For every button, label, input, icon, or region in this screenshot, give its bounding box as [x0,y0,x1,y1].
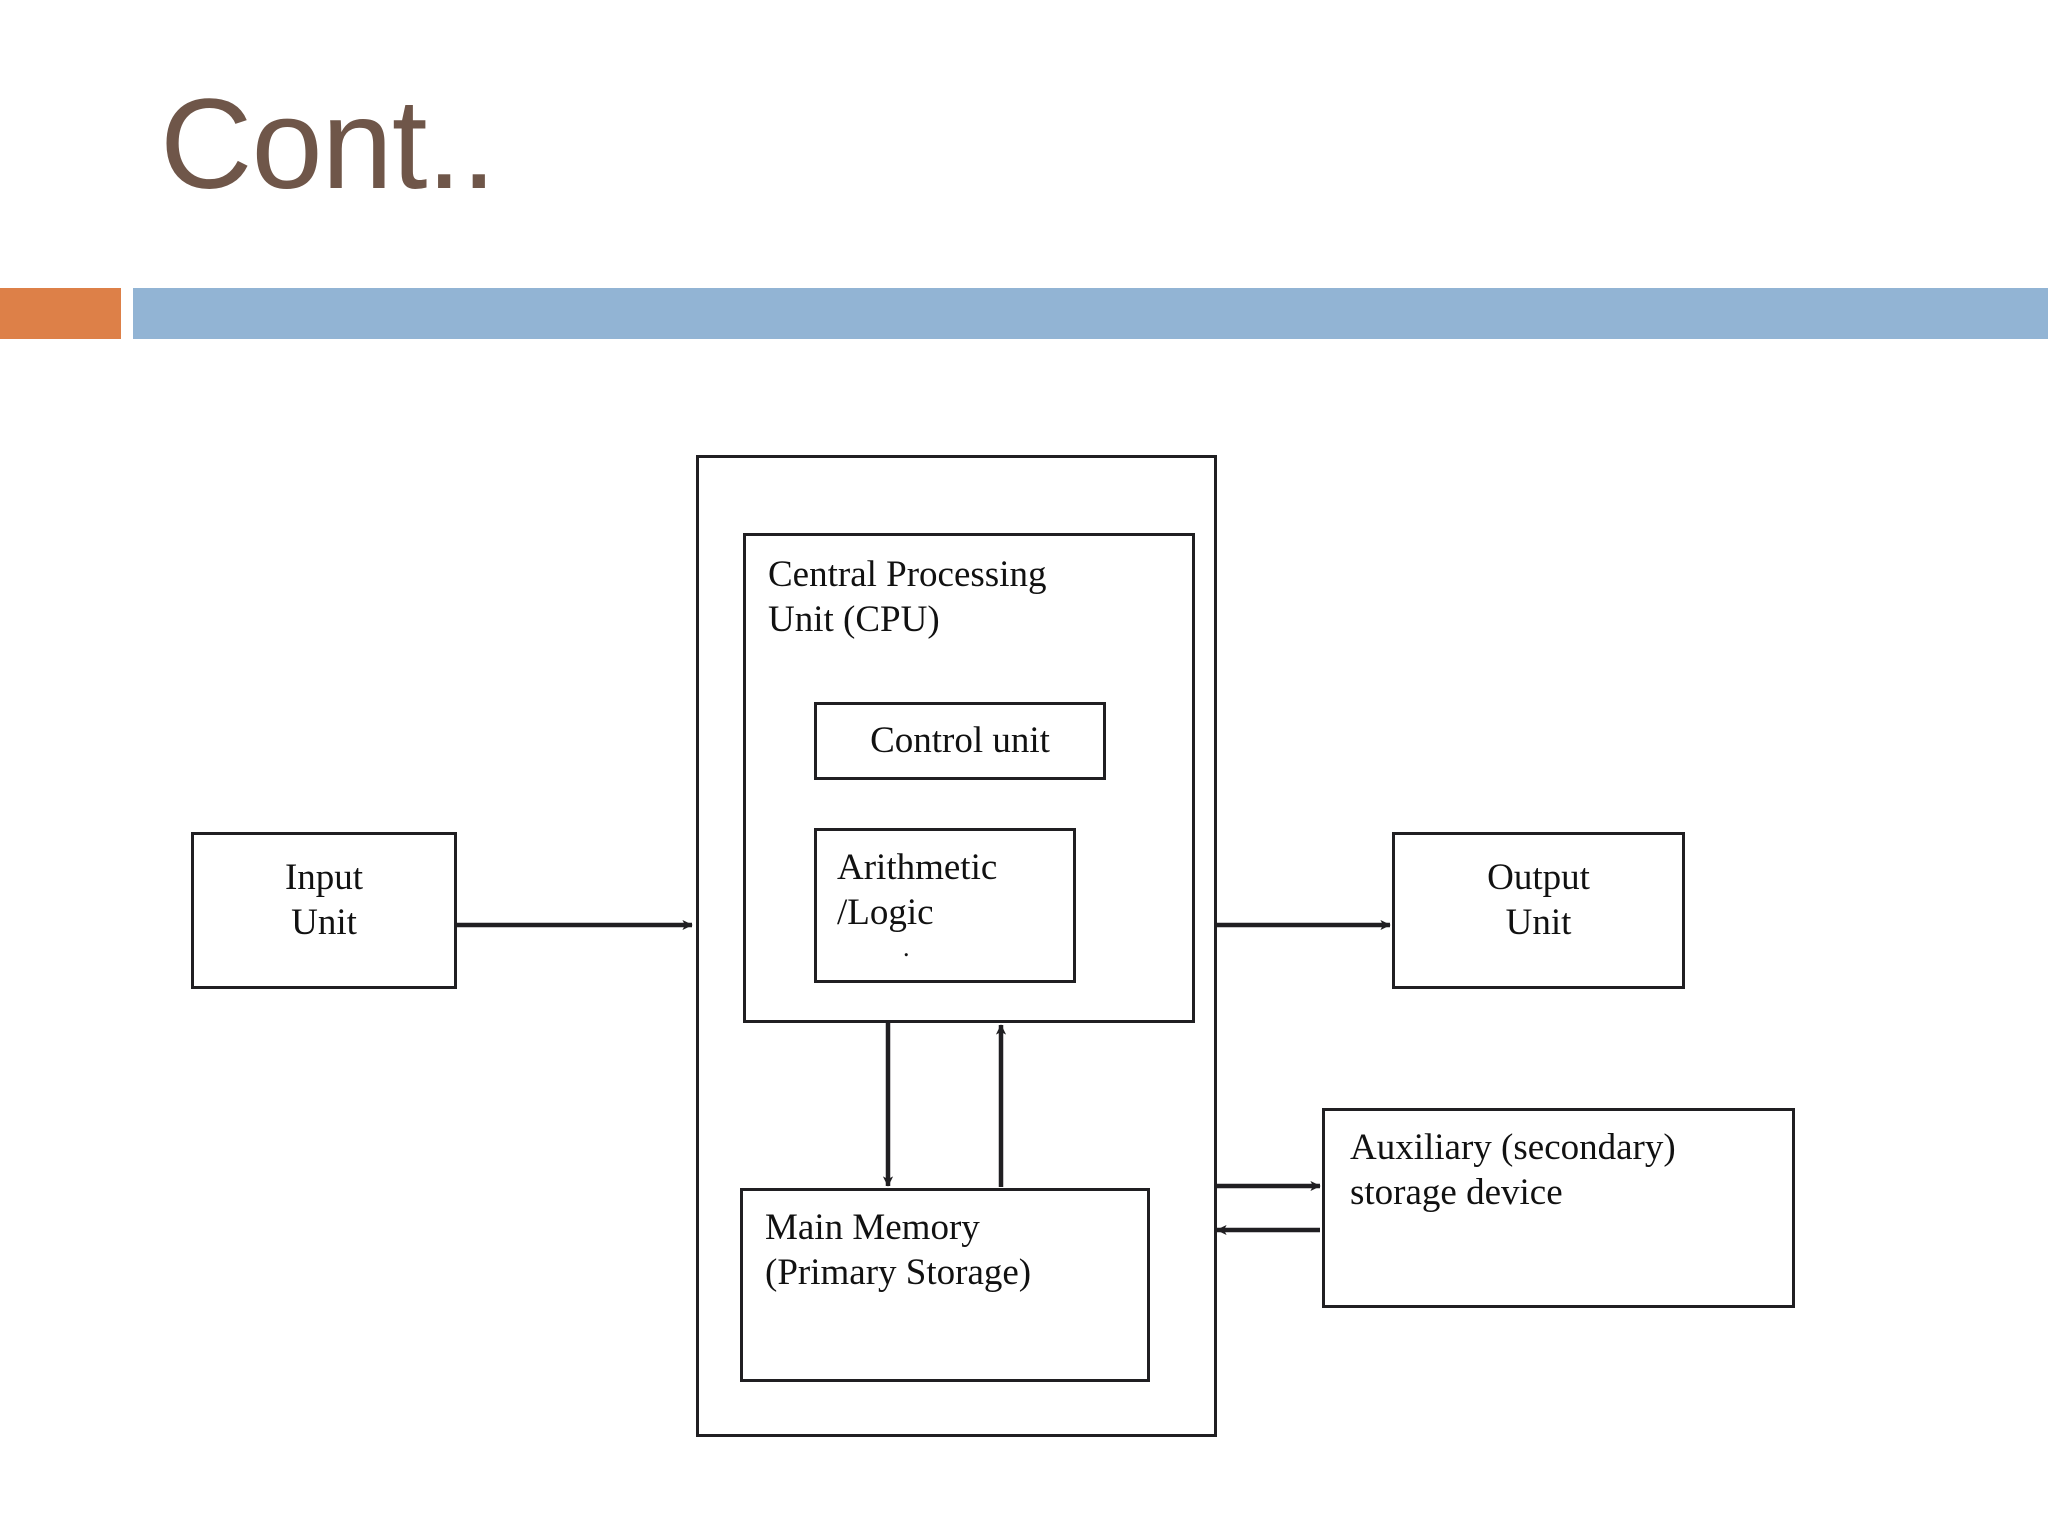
arithmetic-logic-unit-label: Arithmetic /Logic [837,847,998,934]
main-memory-label: Main Memory (Primary Storage) [765,1207,1032,1294]
input-unit-box: Input Unit [191,832,457,989]
output-unit-box: Output Unit [1392,832,1685,989]
output-unit-label: Output Unit [1487,857,1590,944]
cpu-label: Central Processing Unit (CPU) [768,554,1047,641]
auxiliary-storage-box: Auxiliary (secondary) storage device [1322,1108,1795,1308]
alu-scan-artifact: . [903,933,910,962]
main-memory-box: Main Memory (Primary Storage) [740,1188,1150,1382]
page-title: Cont.. [160,73,496,216]
auxiliary-storage-label: Auxiliary (secondary) storage device [1350,1127,1676,1214]
input-unit-label: Input Unit [284,857,364,944]
control-unit-box: Control unit [814,702,1106,780]
title-divider-bar [133,288,2048,339]
title-accent-bar [0,288,121,339]
control-unit-label: Control unit [870,720,1050,761]
arithmetic-logic-unit-box: Arithmetic /Logic . [814,828,1076,983]
